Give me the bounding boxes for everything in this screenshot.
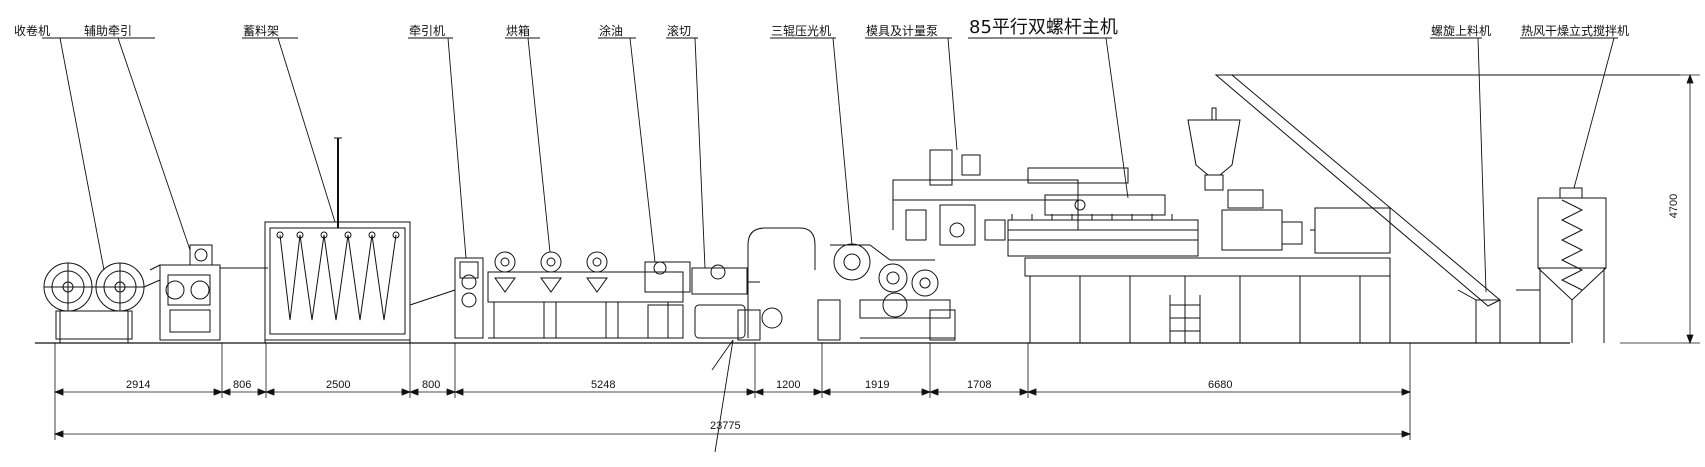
label-puller: 牵引机: [409, 24, 446, 38]
label-oven: 烘箱: [506, 24, 531, 38]
dim-segment-1: 2914: [126, 379, 151, 391]
dim-segment-6: 1200: [776, 379, 801, 391]
arch-frame: [737, 227, 841, 341]
dryer-mixer: [1516, 187, 1607, 343]
label-main-extruder: 85平行双螺杆主机: [969, 17, 1118, 38]
label-roll-cutter: 滚切: [667, 24, 692, 38]
dim-height: 4700: [1668, 193, 1681, 219]
dim-segment-5: 5248: [591, 379, 616, 391]
oiler-unit: [644, 261, 691, 339]
leader-lines: [42, 37, 1618, 453]
dim-segment-7: 1919: [865, 379, 890, 391]
dim-segment-2: 806: [233, 379, 252, 391]
main-extruder: [1007, 107, 1391, 343]
dim-total-length: 23775: [710, 420, 741, 432]
label-die-metering-pump: 模具及计量泵: [866, 24, 939, 38]
aux-puller-machine: [149, 244, 268, 341]
label-three-roll-calender: 三辊压光机: [771, 24, 832, 38]
label-oiler: 涂油: [599, 24, 624, 38]
accumulator-frame: [264, 137, 456, 343]
label-screw-loader: 螺旋上料机: [1431, 24, 1492, 38]
dimension-lines: [53, 73, 1700, 440]
dim-segment-9: 6680: [1208, 379, 1233, 391]
label-winder: 收卷机: [14, 24, 51, 38]
winder-machine: [43, 262, 161, 343]
dim-segment-4: 800: [422, 379, 441, 391]
label-accumulator: 蓄料架: [243, 24, 280, 38]
three-roll-calender: [830, 243, 956, 341]
dim-segment-8: 1708: [967, 379, 992, 391]
label-aux-puller: 辅助牵引: [84, 24, 133, 38]
puller-machine: [454, 257, 484, 339]
screw-loader: [1214, 74, 1680, 344]
label-dryer-mixer: 热风干燥立式搅拌机: [1521, 24, 1630, 38]
roll-cutter-unit: [691, 264, 760, 339]
dim-segment-3: 2500: [326, 379, 351, 391]
die-metering-pump: [892, 149, 1079, 246]
oven-units: [487, 251, 684, 339]
